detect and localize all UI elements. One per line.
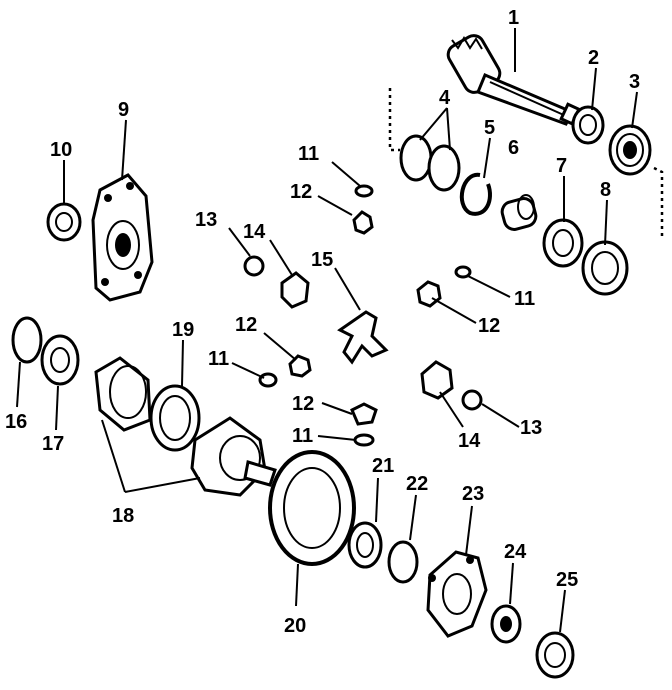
callout-21: 21 [372,455,394,477]
part-washer-13b [461,389,483,411]
callout-12-a: 12 [290,181,312,203]
part-pinion-12d [350,402,378,426]
callout-16: 16 [5,411,27,433]
part-seal-10 [46,202,82,242]
dashed-guide-left [388,88,400,152]
callout-6: 6 [508,137,519,159]
part-snap-ring [459,172,492,216]
callout-24: 24 [504,541,527,563]
callout-14-a: 14 [243,221,266,243]
part-side-gear-14a [280,271,310,309]
part-ring-gear [268,450,356,566]
callout-7: 7 [556,155,567,177]
callout-10: 10 [50,139,72,161]
part-differential-case [94,356,277,497]
callout-8: 8 [600,179,611,201]
part-pinion-12a [352,210,374,235]
part-bearing-8 [581,240,629,296]
callout-2: 2 [588,47,599,69]
part-collar [500,194,538,231]
part-bearing-21 [347,521,383,569]
callout-12-d: 12 [292,393,314,415]
part-washer-13a [243,255,265,277]
leader-lines [16,28,638,633]
part-oil-seal [542,218,584,268]
callout-11-c: 11 [208,348,229,370]
part-shim-22 [387,540,419,584]
part-bearing-3 [608,124,652,176]
part-extension-housing [91,173,154,302]
callout-22: 22 [406,473,428,495]
callout-numbers: 1 2 3 4 5 6 7 8 9 10 11 12 13 14 15 11 1… [5,7,640,637]
part-pinion-shaft [446,34,581,126]
part-shims [399,134,461,192]
part-bearing-retainer [426,550,488,638]
part-snap-ring-16 [11,316,43,364]
callout-11-d: 11 [292,425,313,447]
part-seal-17 [40,334,80,386]
callout-13-a: 13 [195,209,217,231]
callout-15: 15 [311,249,333,271]
part-side-gear-14b [420,360,454,400]
callout-17: 17 [42,433,64,455]
callout-14-b: 14 [458,430,481,452]
callout-4: 4 [439,87,451,109]
part-bearing-19 [149,384,201,452]
part-washer-11b [454,265,472,279]
part-pinion-12b [416,280,442,308]
callout-12-b: 12 [478,315,500,337]
part-washer-11a [354,184,374,198]
callout-12-c: 12 [235,314,257,336]
callout-18: 18 [112,505,134,527]
part-seal-24 [490,604,522,644]
callout-3: 3 [629,71,640,93]
part-seal-25 [535,631,575,679]
part-bearing-2 [571,105,605,145]
callout-23: 23 [462,483,484,505]
part-pinion-12c [288,354,312,378]
callout-11-b: 11 [514,288,535,310]
callout-5: 5 [484,117,495,139]
callout-9: 9 [118,99,129,121]
callout-13-b: 13 [520,417,542,439]
part-washer-11d [353,433,375,447]
callout-1: 1 [508,7,519,29]
dashed-guide-right [653,166,664,240]
callout-20: 20 [284,615,306,637]
callout-19: 19 [172,319,194,341]
part-pinion-shaft-15 [337,310,389,365]
part-washer-11c [258,372,278,388]
callout-11-a: 11 [298,143,319,165]
callout-25: 25 [556,569,578,591]
